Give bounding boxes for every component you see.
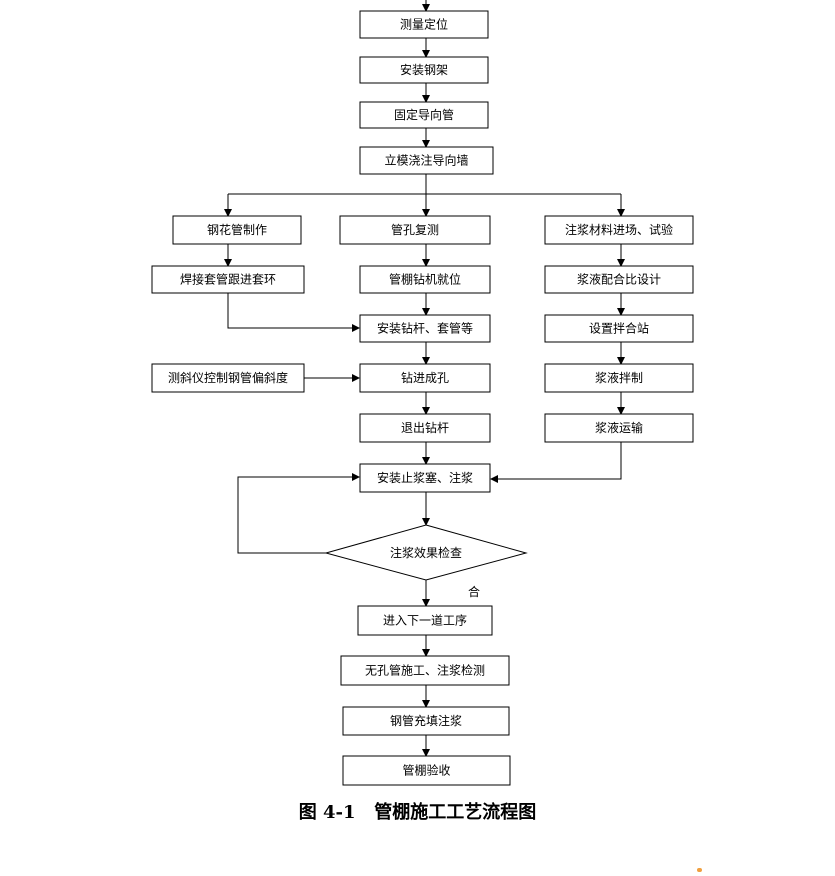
process-label-hole-check: 管孔复测 bbox=[391, 222, 439, 237]
process-label-guide-wall: 立模浇注导向墙 bbox=[384, 153, 468, 168]
process-box-accept bbox=[342, 755, 511, 786]
process-box-mixing-station bbox=[544, 314, 694, 343]
decision-label: 注浆效果检查 bbox=[390, 545, 462, 560]
process-label-mixing-station: 设置拌合站 bbox=[589, 321, 649, 336]
process-label-next-step: 进入下一道工序 bbox=[383, 613, 467, 628]
process-label-grout-transport: 浆液运输 bbox=[595, 420, 643, 435]
process-label-accept: 管棚验收 bbox=[402, 763, 450, 778]
process-label-guide-pipe: 固定导向管 bbox=[394, 107, 454, 122]
figure-number: 图 4-1 bbox=[298, 802, 356, 823]
process-box-rig-position bbox=[359, 265, 491, 294]
process-label-drill: 钻进成孔 bbox=[401, 370, 449, 385]
decision-diamond bbox=[324, 524, 528, 581]
process-label-fill-grout: 钢管充填注浆 bbox=[390, 713, 462, 728]
process-label-survey: 测量定位 bbox=[400, 17, 448, 32]
pass-label: 合 bbox=[468, 584, 480, 599]
process-box-drill bbox=[359, 363, 491, 393]
process-box-pipe-make bbox=[172, 215, 302, 245]
process-label-inclinometer: 测斜仪控制钢管偏斜度 bbox=[168, 370, 288, 385]
process-box-install-stopper bbox=[359, 463, 491, 493]
process-label-withdraw: 退出钻杆 bbox=[401, 420, 449, 435]
process-box-mix-design bbox=[544, 265, 694, 294]
figure-caption: 图 4-1 管棚施工工艺流程图 bbox=[0, 798, 835, 824]
process-label-mix-design: 浆液配合比设计 bbox=[577, 272, 661, 287]
process-label-steel-frame: 安装钢架 bbox=[400, 62, 448, 77]
process-label-no-hole-pipe: 无孔管施工、注浆检测 bbox=[365, 663, 485, 678]
figure-title: 管棚施工工艺流程图 bbox=[374, 802, 537, 823]
process-box-install-rod bbox=[359, 314, 491, 343]
process-box-guide-pipe bbox=[359, 101, 489, 129]
process-label-install-stopper: 安装止浆塞、注浆 bbox=[377, 470, 473, 485]
process-box-material-test bbox=[544, 215, 694, 245]
corner-mark bbox=[697, 868, 702, 872]
process-label-material-test: 注浆材料进场、试验 bbox=[565, 222, 673, 237]
process-label-weld-collar: 焊接套管跟进套环 bbox=[180, 272, 276, 287]
process-box-grout-mix bbox=[544, 363, 694, 393]
process-box-hole-check bbox=[339, 215, 491, 245]
process-box-next-step bbox=[357, 605, 493, 636]
process-box-weld-collar bbox=[151, 265, 305, 294]
connectors bbox=[224, 0, 625, 757]
process-box-no-hole-pipe bbox=[340, 655, 510, 686]
process-box-inclinometer bbox=[151, 363, 305, 393]
process-label-pipe-make: 钢花管制作 bbox=[207, 222, 267, 237]
process-box-grout-transport bbox=[544, 413, 694, 443]
process-box-guide-wall bbox=[359, 146, 494, 175]
process-label-grout-mix: 浆液拌制 bbox=[595, 370, 643, 385]
process-box-fill-grout bbox=[342, 706, 510, 736]
process-box-withdraw bbox=[359, 413, 491, 443]
process-label-install-rod: 安装钻杆、套管等 bbox=[377, 321, 473, 336]
process-box-survey bbox=[359, 10, 489, 39]
process-box-steel-frame bbox=[359, 56, 489, 84]
process-label-rig-position: 管棚钻机就位 bbox=[389, 272, 461, 287]
